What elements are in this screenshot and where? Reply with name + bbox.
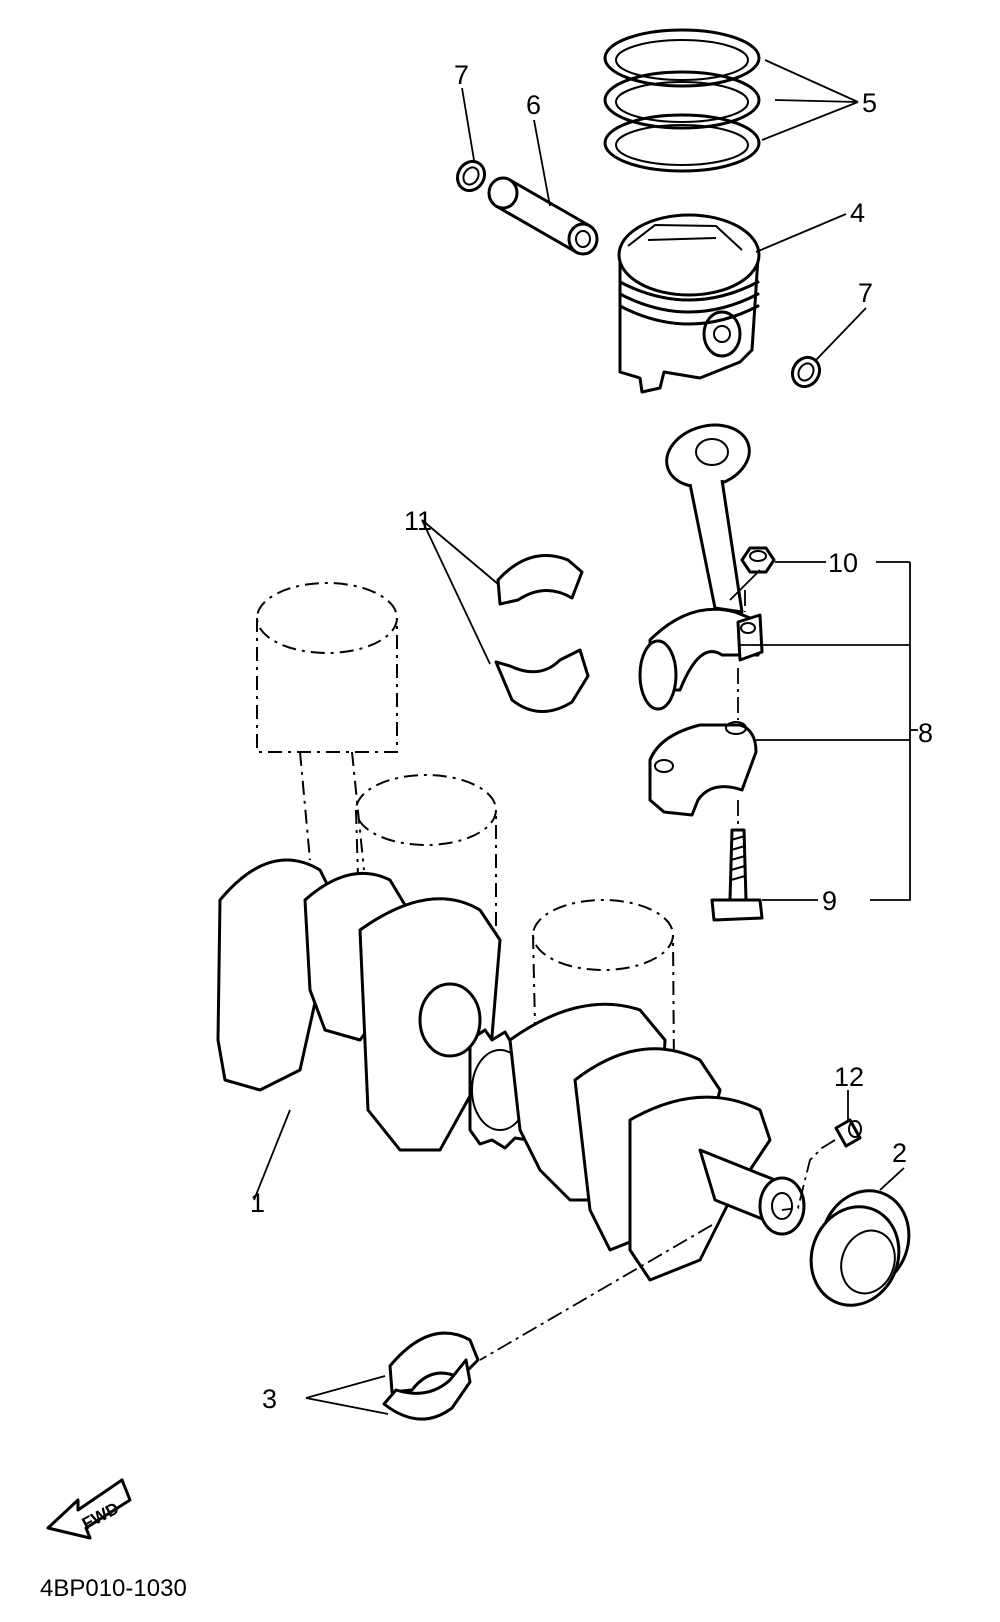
callout-2: 2 [892, 1138, 907, 1168]
callout-1: 1 [250, 1188, 265, 1218]
circlip-left [455, 159, 487, 193]
callout-4: 4 [850, 198, 865, 228]
callout-8: 8 [918, 718, 933, 748]
crankshaft [216, 582, 806, 1282]
oil-seal [809, 1189, 911, 1307]
callout-6: 6 [526, 90, 541, 120]
conrod-bolt [710, 828, 764, 922]
callout-labels: 1 2 3 4 5 6 7 7 8 9 10 11 12 [250, 60, 933, 1414]
main-bearings [382, 1331, 480, 1421]
callout-12: 12 [834, 1062, 864, 1092]
crank-pin-bearings [494, 554, 590, 713]
callout-5: 5 [862, 88, 877, 118]
fwd-arrow-icon: FWD [46, 1478, 132, 1540]
callout-3: 3 [262, 1384, 277, 1414]
piston-pin [487, 176, 599, 256]
callout-11: 11 [404, 506, 432, 536]
diagram-code: 4BP010-1030 [40, 1575, 187, 1602]
connecting-rod [638, 423, 764, 828]
callout-10: 10 [828, 548, 858, 578]
leader-lines [253, 59, 918, 1415]
piston [617, 213, 761, 394]
conrod-nut [740, 546, 776, 574]
dowel-pin [834, 1118, 862, 1148]
piston-rings [603, 28, 761, 173]
callout-9: 9 [822, 886, 837, 916]
callout-7-right: 7 [858, 278, 873, 308]
callout-7-left: 7 [454, 60, 469, 90]
circlip-right [790, 355, 822, 389]
